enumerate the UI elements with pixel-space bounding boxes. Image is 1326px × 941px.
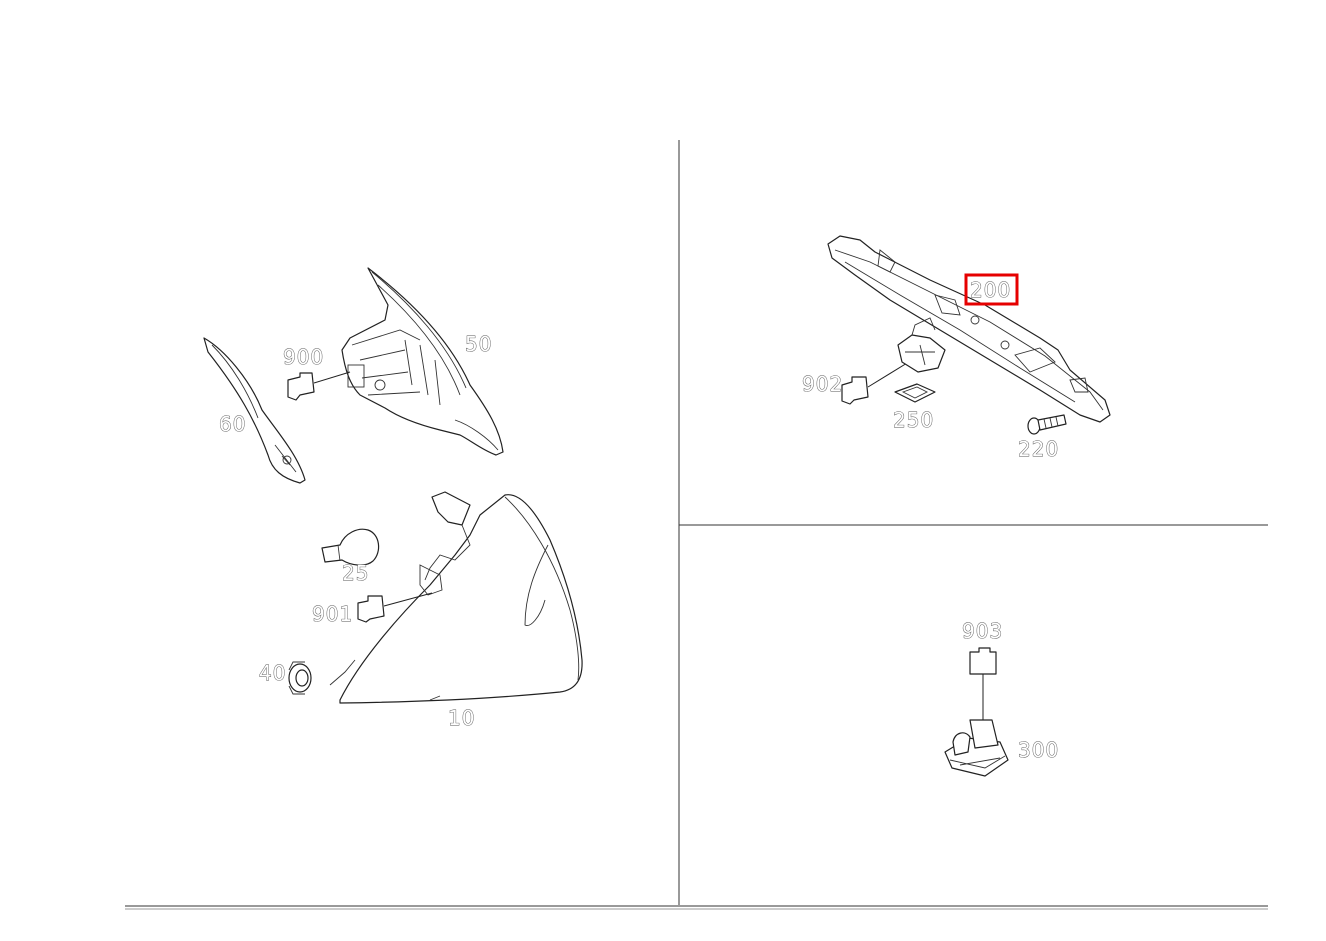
label-250: 250 (893, 408, 934, 432)
label-25: 25 (342, 561, 369, 585)
part-901-socket[interactable] (357, 592, 433, 623)
part-220-screw[interactable] (1027, 414, 1067, 435)
part-903-connector[interactable] (969, 647, 997, 722)
part-902-connector[interactable] (841, 317, 946, 405)
label-60: 60 (219, 412, 246, 436)
part-10-tail-lamp[interactable] (329, 491, 583, 704)
part-50-lamp-housing[interactable] (341, 267, 504, 456)
part-250-gasket[interactable] (894, 383, 936, 403)
label-200[interactable]: 200 (970, 278, 1011, 303)
part-40-nut[interactable] (288, 661, 312, 695)
label-300: 300 (1018, 738, 1059, 762)
part-200-carrier-rail[interactable] (827, 235, 1111, 423)
label-901: 901 (312, 602, 353, 626)
label-10: 10 (448, 706, 475, 730)
label-50: 50 (465, 332, 492, 356)
label-900: 900 (283, 345, 324, 369)
part-25-bulb[interactable] (321, 528, 380, 566)
label-40: 40 (259, 661, 286, 685)
part-900-socket[interactable] (287, 371, 351, 401)
part-300-plate-lamp[interactable] (944, 719, 1009, 777)
part-60-trim-strip[interactable] (203, 337, 306, 484)
highlight-box-200 (964, 273, 1019, 306)
label-903: 903 (962, 619, 1003, 643)
part-labels: 900 50 60 25 901 40 10 200 902 250 220 9… (219, 278, 1059, 763)
panel-frame (125, 140, 1268, 910)
label-902: 902 (802, 372, 843, 396)
label-220: 220 (1018, 437, 1059, 461)
